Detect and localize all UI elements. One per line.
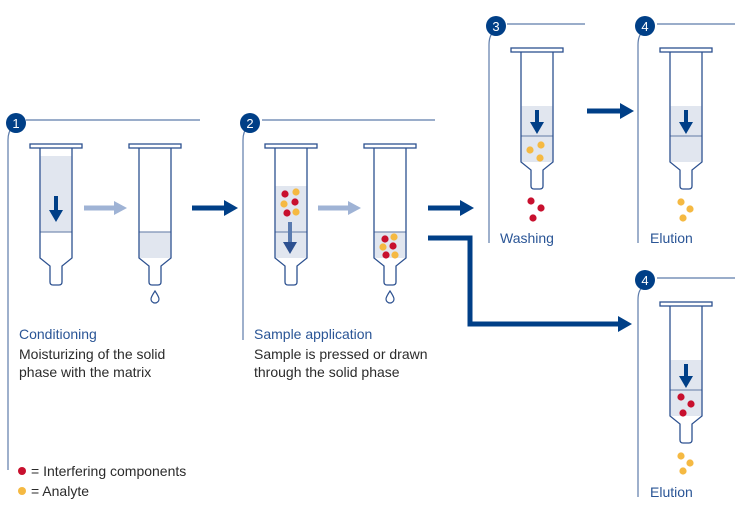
step-4-top-title: Elution xyxy=(650,230,693,246)
step-3-group: 3 xyxy=(486,16,585,243)
legend-item-analyte: = Analyte xyxy=(18,483,89,499)
step-1-bracket xyxy=(7,125,15,470)
flow-arrow-2-3 xyxy=(428,200,474,216)
drop-icon xyxy=(150,289,160,304)
column-sample-before xyxy=(264,143,318,286)
step-2-description-line-1: Sample is pressed or drawn xyxy=(254,346,428,362)
column-conditioning-after xyxy=(128,143,182,286)
down-arrow-icon xyxy=(679,110,693,134)
step-3-number: 3 xyxy=(492,19,499,34)
step-1-description-line-2: phase with the matrix xyxy=(19,364,152,380)
step-4-bottom-group: 4 xyxy=(635,270,735,497)
step-4-top-group: 4 xyxy=(635,16,735,243)
flow-arrow-3-4 xyxy=(587,103,634,119)
analyte-eluted xyxy=(677,198,694,222)
legend-item-interfering: = Interfering components xyxy=(18,463,186,479)
step-2-number-badge xyxy=(240,113,260,133)
step-3-bracket xyxy=(488,31,495,243)
analyte-retained xyxy=(526,141,545,162)
legend-label: = Analyte xyxy=(31,483,89,499)
step-1-number: 1 xyxy=(12,116,19,131)
step-4-bottom-number: 4 xyxy=(641,273,648,288)
step-3-number-badge xyxy=(486,16,506,36)
step-1-description-line-1: Moisturizing of the solid xyxy=(19,346,166,362)
step-1-number-badge xyxy=(6,113,26,133)
step-2-description-line-2: through the solid phase xyxy=(254,364,400,380)
retained-particles xyxy=(379,233,399,259)
step-4-top-bracket xyxy=(637,31,644,243)
down-arrow-icon xyxy=(530,110,544,134)
analyte-eluted xyxy=(677,452,694,475)
column-sample-after xyxy=(363,143,417,286)
step-2-group: 2 xyxy=(240,113,435,340)
step-1-title: Conditioning xyxy=(19,326,97,342)
flow-arrow-2-4-bottom xyxy=(428,235,632,332)
down-arrow-icon xyxy=(49,196,63,222)
light-arrow-icon xyxy=(84,201,127,215)
drop-icon xyxy=(385,289,395,304)
step-2-title: Sample application xyxy=(254,326,373,342)
step-4-bottom-bracket xyxy=(637,286,644,497)
yellow-dot-icon xyxy=(18,487,26,495)
gradient-down-arrow-icon xyxy=(283,222,297,254)
flow-arrow-1-2 xyxy=(192,200,238,216)
light-arrow-icon xyxy=(318,201,361,215)
red-dot-icon xyxy=(18,467,26,475)
step-4-top-number-badge xyxy=(635,16,655,36)
step-4-bottom-number-badge xyxy=(635,270,655,290)
down-arrow-icon xyxy=(679,364,693,388)
step-4-bottom-title: Elution xyxy=(650,484,693,500)
interfering-eluted xyxy=(527,197,545,222)
step-4-top-number: 4 xyxy=(641,19,648,34)
legend-label: = Interfering components xyxy=(31,463,187,479)
step-1-group: 1 xyxy=(6,113,200,470)
step-2-number: 2 xyxy=(246,116,253,131)
step-3-title: Washing xyxy=(500,230,554,246)
interfering-retained xyxy=(677,393,695,417)
sample-particles xyxy=(280,188,300,217)
step-2-bracket xyxy=(242,125,250,340)
